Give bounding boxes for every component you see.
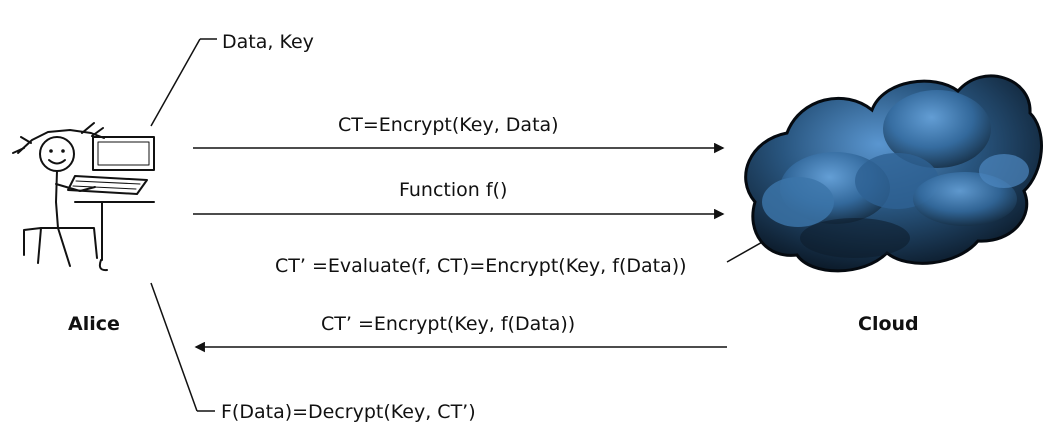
- data-key-leader-line: [150, 38, 201, 127]
- alice-chair: [23, 227, 59, 264]
- cloud-label: Cloud: [858, 313, 919, 335]
- decrypt-result-label: F(Data)=Decrypt(Key, CT’): [221, 401, 476, 423]
- computer-keyboard: [67, 175, 148, 195]
- alice-label: Alice: [68, 313, 120, 335]
- function-message-label: Function f(): [399, 179, 508, 201]
- result-message-label: CT’ =Encrypt(Key, f(Data)): [321, 313, 576, 335]
- encrypt-message-label: CT=Encrypt(Key, Data): [338, 114, 559, 136]
- alice-computer-icon: [12, 122, 155, 272]
- alice-smile: [48, 159, 66, 165]
- alice-legs: [57, 227, 98, 267]
- evaluation-label: CT’ =Evaluate(f, CT)=Encrypt(Key, f(Data…: [275, 255, 687, 277]
- computer-desk: [74, 201, 155, 272]
- computer-monitor: [92, 136, 155, 171]
- decrypt-leader-line: [150, 282, 198, 412]
- alice-head: [39, 136, 75, 172]
- alice-body: [55, 170, 59, 229]
- alice-hair: [17, 129, 105, 154]
- client-input-label: Data, Key: [222, 31, 314, 53]
- alice-hair-strands: [12, 122, 104, 154]
- cloud-icon: [744, 74, 1043, 273]
